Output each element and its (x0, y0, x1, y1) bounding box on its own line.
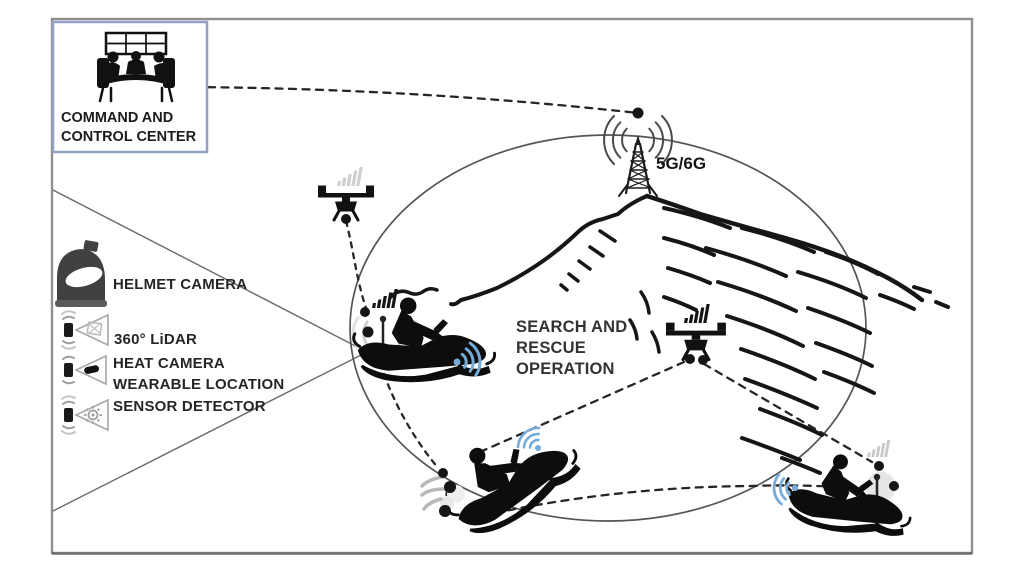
snowmobile-2-icon (426, 402, 591, 550)
sensor-detector-cone-icon (61, 395, 109, 435)
tower-label: 5G/6G (656, 154, 707, 173)
coverage-ellipse (349, 134, 867, 522)
legend-label-lidar: 360° LiDAR (114, 331, 198, 348)
legend-label-helmet-camera: HELMET CAMERA (113, 276, 248, 293)
heat-camera-cone-icon (62, 354, 107, 386)
snowmobile-3-sensors (866, 439, 896, 507)
command-center-box (51, 20, 209, 154)
signal-bars-icon (372, 289, 398, 308)
operation-title: SEARCH AND RESCUE OPERATION (516, 318, 628, 378)
drone-1-icon (316, 167, 376, 222)
signal-bars-icon (337, 167, 363, 186)
snowmobile-1-icon (352, 295, 497, 384)
callout-lines (52, 189, 368, 512)
signal-bars-icon (867, 439, 891, 457)
helmet-icon (55, 240, 107, 307)
comm-links (179, 85, 874, 515)
lidar-cone-icon (61, 310, 109, 350)
tower-radio-waves-icon (603, 115, 673, 165)
snowmobile-2-effects (420, 475, 465, 511)
drone-2-icon (664, 304, 728, 362)
command-center-label: COMMAND AND CONTROL CENTER (61, 110, 197, 145)
legend-label-sensor-detector: SENSOR DETECTOR (113, 398, 266, 415)
mountain-sketch (389, 193, 950, 475)
legend-label-heat-camera: HEAT CAMERA (113, 355, 225, 372)
legend-icons (55, 240, 109, 435)
command-center-icon (97, 31, 175, 103)
figure-frame (50, 17, 974, 555)
backhaul-link-line (179, 85, 640, 115)
cell-tower-icon (618, 135, 658, 197)
legend-label-wearable-location: WEARABLE LOCATION (113, 376, 285, 393)
link-node-dots (175, 81, 899, 517)
